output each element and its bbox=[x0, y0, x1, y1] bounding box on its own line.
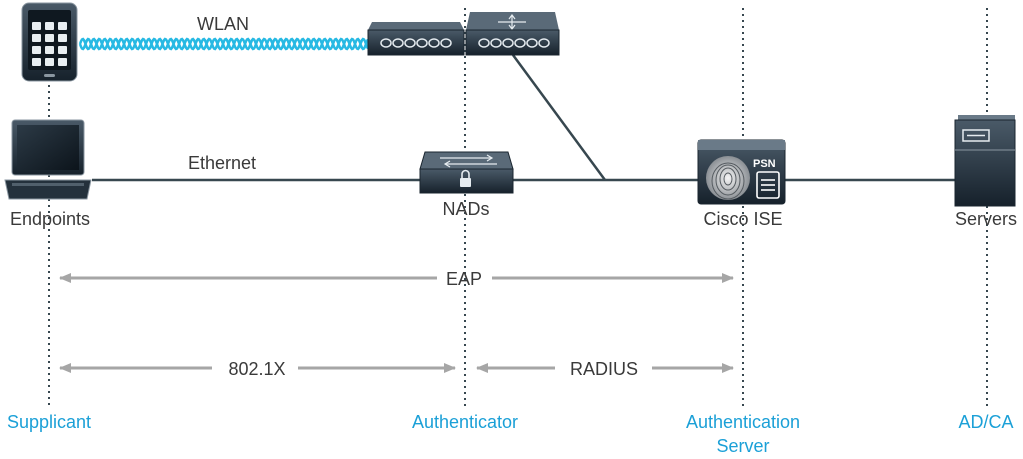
cisco-ise-label: Cisco ISE bbox=[703, 209, 782, 229]
eap-label: EAP bbox=[446, 269, 482, 289]
wlan-link bbox=[78, 37, 370, 51]
radius-arrow: RADIUS bbox=[476, 359, 734, 379]
radius-label: RADIUS bbox=[570, 359, 638, 379]
ap-uplink bbox=[511, 54, 607, 181]
laptop-icon bbox=[4, 119, 92, 200]
wireless-controller-icon bbox=[465, 12, 560, 56]
cisco-ise-psn-icon: PSN bbox=[697, 139, 786, 205]
servers-label: Servers bbox=[955, 209, 1017, 229]
wlan-label: WLAN bbox=[197, 14, 249, 34]
authentication-server-label-line2: Server bbox=[716, 436, 769, 456]
switch-icon bbox=[419, 151, 514, 194]
role-lines bbox=[48, 8, 988, 408]
server-icon bbox=[954, 115, 1016, 207]
wireless-ap-icon bbox=[367, 22, 465, 56]
ethernet-label: Ethernet bbox=[188, 153, 256, 173]
authentication-server-label-line1: Authentication bbox=[686, 412, 800, 432]
dot1x-arrow: 802.1X bbox=[59, 359, 456, 379]
endpoints-label: Endpoints bbox=[10, 209, 90, 229]
mobile-device-icon bbox=[21, 2, 78, 82]
ad-ca-label: AD/CA bbox=[958, 412, 1013, 432]
eap-arrow: EAP bbox=[59, 269, 734, 289]
dot1x-label: 802.1X bbox=[228, 359, 285, 379]
supplicant-label: Supplicant bbox=[7, 412, 91, 432]
psn-label: PSN bbox=[753, 158, 776, 170]
nads-label: NADs bbox=[442, 199, 489, 219]
authenticator-label: Authenticator bbox=[412, 412, 518, 432]
